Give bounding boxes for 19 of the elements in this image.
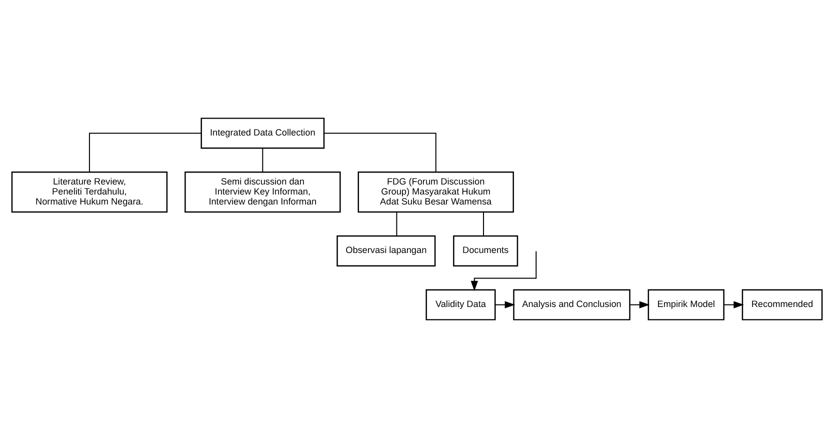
node-box: Documents	[453, 235, 518, 266]
arrow	[494, 301, 516, 308]
node-box: FDG (Forum Discussion Group) Masyarakat Hukum Adat Suku Besar Wamensa	[358, 172, 514, 213]
node-box: Empirik Model	[648, 289, 724, 320]
node-box: Analysis and Conclusion	[513, 289, 630, 320]
node-box: Validity Data	[426, 289, 496, 320]
node-box: Semi discussion dan Interview Key Informan, Interview dengan Informan	[184, 172, 341, 213]
node-box: Observasi lapangan	[336, 235, 436, 266]
arrow	[629, 301, 650, 308]
arrow	[723, 301, 744, 308]
connector	[88, 132, 202, 173]
node-box: Recommended	[742, 289, 823, 320]
connector	[262, 148, 264, 173]
connector	[483, 212, 484, 236]
connector	[324, 132, 436, 173]
node-box: Literature Review, Peneliti Terdahulu, Normative Hukum Negara.	[11, 172, 168, 213]
node-box: Integrated Data Collection	[200, 118, 325, 149]
connector	[396, 212, 398, 236]
arrow	[470, 250, 537, 292]
